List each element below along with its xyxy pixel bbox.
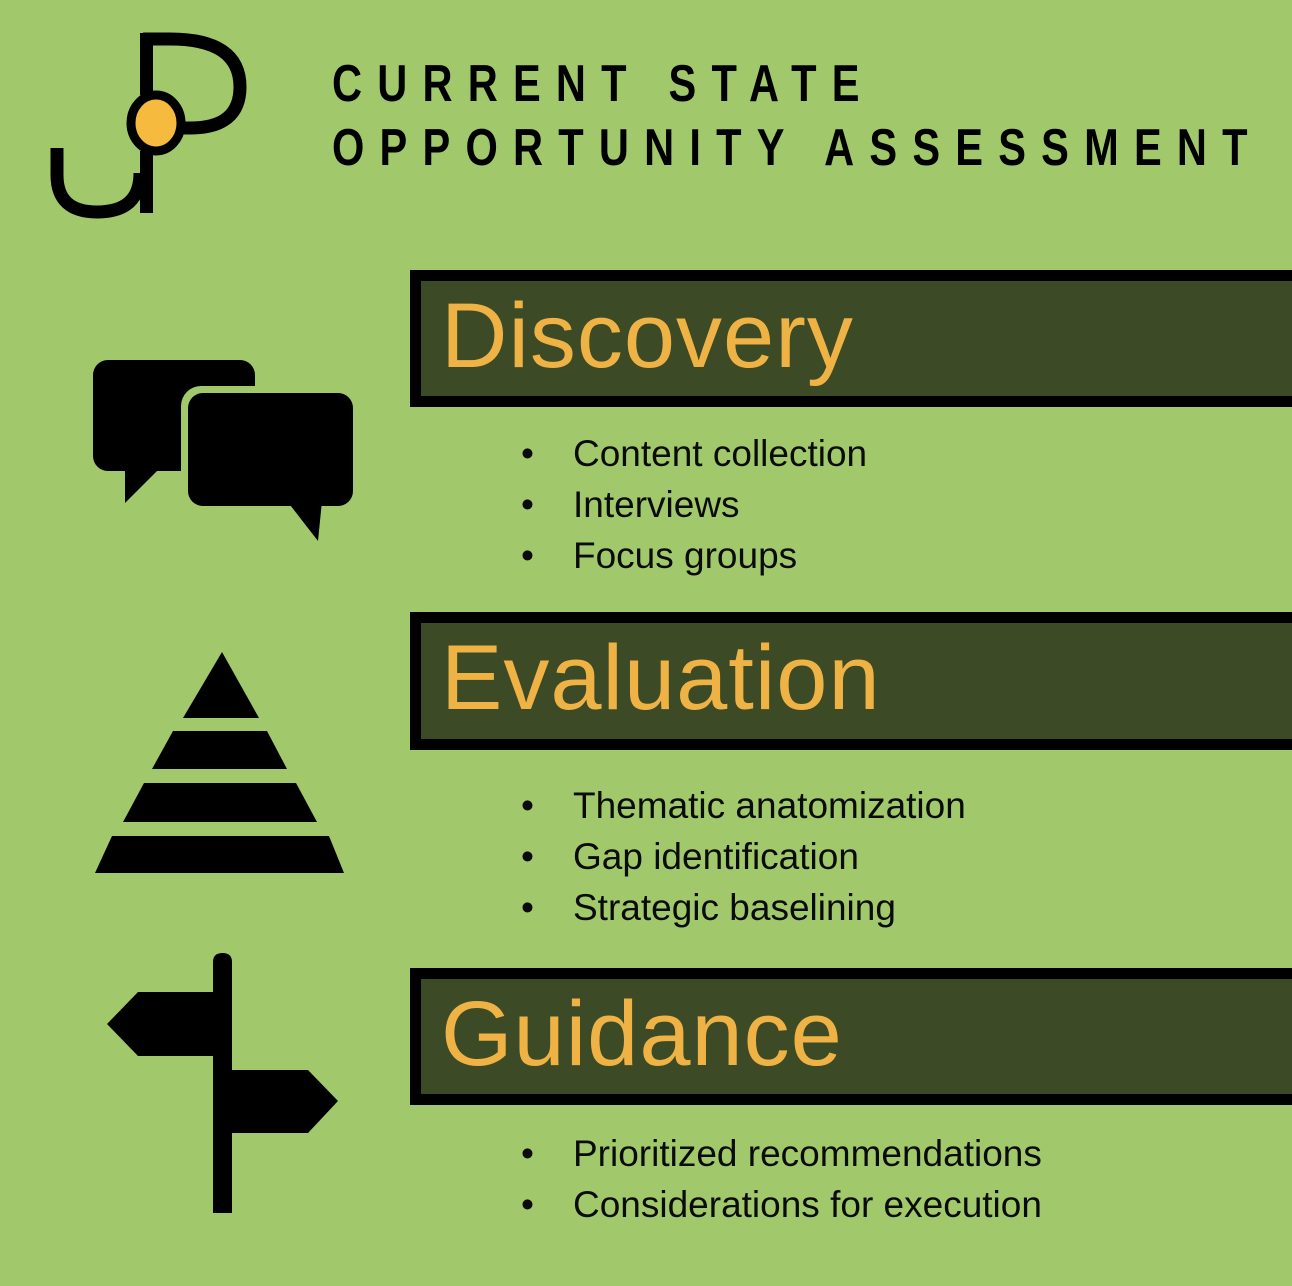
bullet-list-evaluation: Thematic anatomization Gap identificatio… bbox=[505, 780, 966, 933]
section-title-guidance: Guidance bbox=[441, 983, 843, 1085]
section-title-evaluation: Evaluation bbox=[441, 627, 881, 729]
chat-bubbles-icon bbox=[93, 360, 360, 541]
jp-monogram-logo bbox=[50, 32, 247, 219]
page-title-line1: CURRENT STATE bbox=[332, 55, 875, 113]
list-item: Content collection bbox=[505, 428, 867, 479]
bullet-list-discovery: Content collection Interviews Focus grou… bbox=[505, 428, 867, 581]
section-title-discovery: Discovery bbox=[441, 285, 854, 387]
section-header-discovery: Discovery bbox=[410, 270, 1292, 407]
section-header-guidance: Guidance bbox=[410, 968, 1292, 1105]
list-item: Thematic anatomization bbox=[505, 780, 966, 831]
page-title: CURRENT STATE OPPORTUNITY ASSESSMENT bbox=[332, 52, 1263, 180]
list-item: Focus groups bbox=[505, 530, 867, 581]
list-item: Interviews bbox=[505, 479, 867, 530]
bullet-list-guidance: Prioritized recommendations Consideratio… bbox=[505, 1128, 1042, 1230]
section-header-evaluation: Evaluation bbox=[410, 612, 1292, 750]
list-item: Prioritized recommendations bbox=[505, 1128, 1042, 1179]
list-item: Strategic baselining bbox=[505, 882, 966, 933]
pyramid-icon bbox=[95, 652, 344, 873]
signpost-icon bbox=[107, 953, 338, 1213]
list-item: Considerations for execution bbox=[505, 1179, 1042, 1230]
list-item: Gap identification bbox=[505, 831, 966, 882]
page-title-line2: OPPORTUNITY ASSESSMENT bbox=[332, 119, 1263, 177]
